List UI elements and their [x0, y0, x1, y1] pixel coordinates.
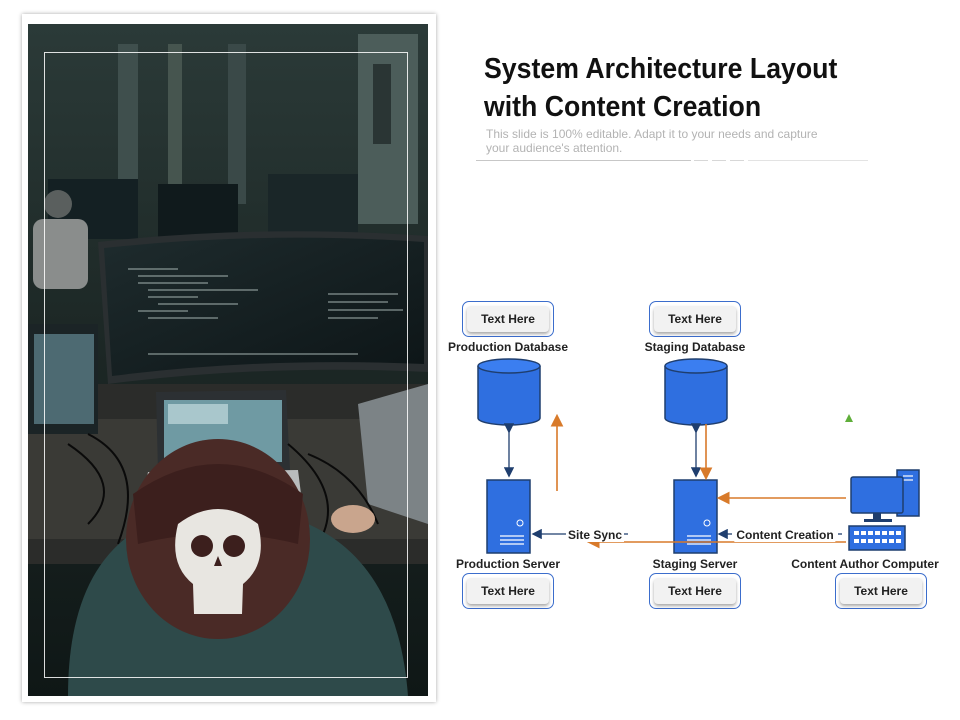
- staging-server-text-box[interactable]: Text Here: [649, 573, 741, 609]
- subtitle: This slide is 100% editable. Adapt it to…: [486, 127, 846, 155]
- photo-illustration: [28, 24, 428, 696]
- production-database-icon: [477, 358, 541, 426]
- production-server-label: Production Server: [455, 557, 561, 571]
- content-author-computer-text-box[interactable]: Text Here: [835, 573, 927, 609]
- subtitle-line-1: This slide is 100% editable. Adapt it to…: [486, 127, 818, 141]
- title-line-1: System Architecture Layout: [484, 53, 838, 85]
- staging-database-label: Staging Database: [644, 340, 746, 354]
- subtitle-line-2: your audience's attention.: [486, 141, 623, 155]
- green-marker-icon: [845, 414, 853, 422]
- production-database-text-box[interactable]: Text Here: [462, 301, 554, 337]
- staging-server-label: Staging Server: [652, 557, 738, 571]
- staging-database-icon: [664, 358, 728, 426]
- title-line-2: with Content Creation: [484, 91, 762, 123]
- production-server-text: Text Here: [467, 578, 549, 604]
- staging-database-text: Text Here: [654, 306, 736, 332]
- content-creation-label: Content Creation: [734, 528, 836, 542]
- production-database-text: Text Here: [467, 306, 549, 332]
- architecture-diagram: Text Here Text Here Production Database …: [440, 290, 940, 620]
- content-author-computer-label: Content Author Computer: [791, 557, 939, 571]
- production-server-icon: [486, 479, 531, 554]
- title-divider: [476, 160, 868, 161]
- developer-workspace-photo: [28, 24, 428, 696]
- site-sync-label: Site Sync: [565, 528, 625, 542]
- staging-server-text: Text Here: [654, 578, 736, 604]
- photo-inner-border: [44, 52, 408, 678]
- desktop-computer-icon: [848, 469, 920, 551]
- photo-frame: [22, 14, 436, 702]
- production-database-label: Production Database: [447, 340, 569, 354]
- diagram-connectors: [477, 358, 920, 554]
- production-server-text-box[interactable]: Text Here: [462, 573, 554, 609]
- page-title: System Architecture Layout with Content …: [484, 50, 889, 126]
- content-author-computer-text: Text Here: [840, 578, 922, 604]
- staging-database-text-box[interactable]: Text Here: [649, 301, 741, 337]
- staging-server-icon: [673, 479, 718, 554]
